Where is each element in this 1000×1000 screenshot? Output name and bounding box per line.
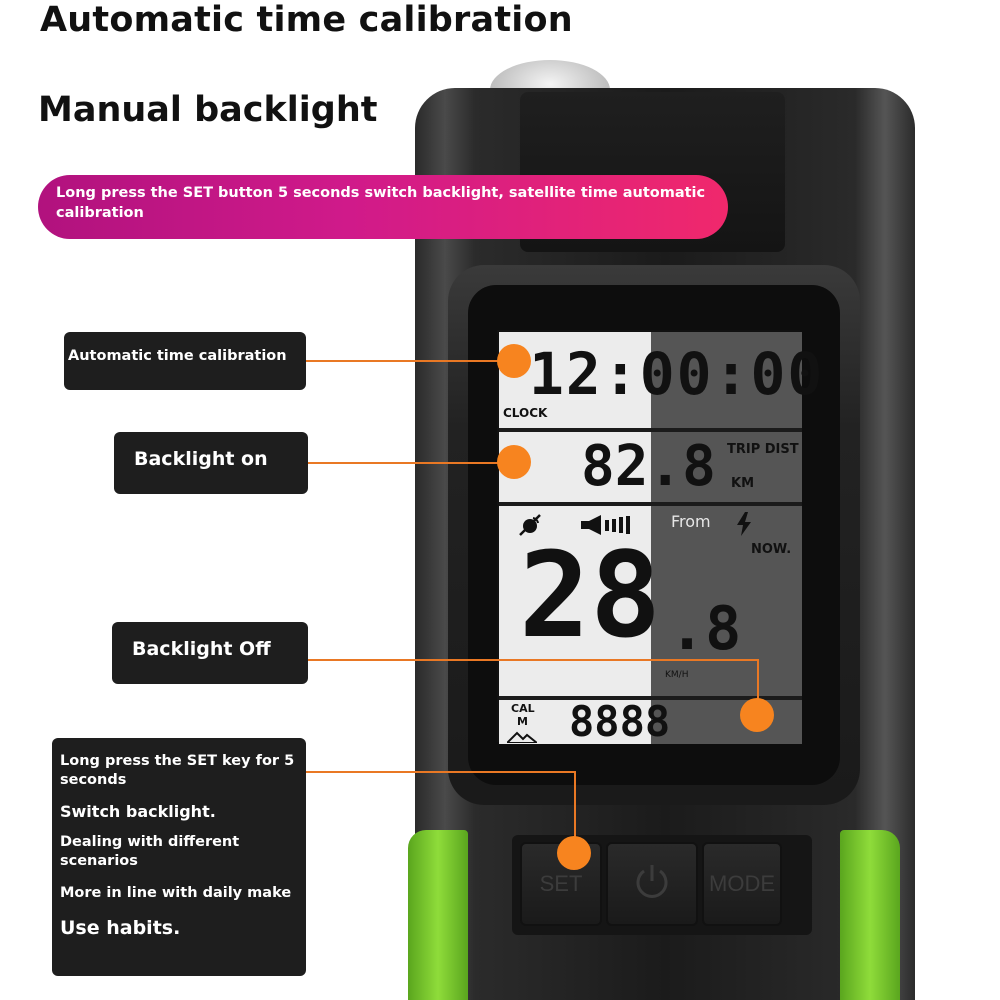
connector-backlight-off-h [308,659,757,661]
connector-set-v [574,771,576,837]
callout-backlight-on: Backlight on [114,432,308,494]
horn-signal-icon [579,514,635,540]
now-label: NOW. [751,542,792,557]
clock-row: 12:00:00 CLOCK [499,332,822,428]
mode-button[interactable]: MODE [702,842,782,926]
connector-time [306,360,514,362]
power-button[interactable] [606,842,698,926]
info-banner: Long press the SET button 5 seconds swit… [38,175,728,239]
bottom-value: 8888 [569,697,671,746]
instruction-line: More in line with daily make [60,885,292,901]
m-label: M [517,715,528,728]
satellite-icon [517,512,543,542]
lcd-screen: 12:00:00 CLOCK 82.8 TRIP DIST KM From NO… [497,330,822,744]
instruction-line: Use habits. [60,917,181,939]
instruction-line: Long press the SET key for 5 seconds [60,753,295,788]
right-green-strap [840,830,900,1000]
trip-label: TRIP DIST [727,442,799,457]
marker-set-button [557,836,591,870]
callout-time-calibration: Automatic time calibration [64,332,306,390]
lightning-icon [735,512,753,540]
speed-decimal: .8 [669,594,742,664]
marker-time [497,344,531,378]
power-icon [630,859,674,909]
marker-backlight-on [497,445,531,479]
bottom-row: CAL M 8888 [499,700,802,744]
connector-backlight-on [308,462,514,464]
page-subtitle: Manual backlight [38,90,378,130]
instruction-line: Dealing with different scenarios [60,834,240,869]
speed-unit: KM/H [665,670,689,680]
cal-label: CAL [511,702,535,715]
marker-backlight-off [740,698,774,732]
connector-set-h [306,771,574,773]
callout-instructions: Long press the SET key for 5 seconds Swi… [52,738,306,976]
speed-row: From NOW. 28 .8 KM/H [499,506,802,696]
callout-backlight-off: Backlight Off [112,622,308,684]
clock-label: CLOCK [503,406,548,420]
trip-unit: KM [731,476,755,491]
mountain-icon [504,728,540,747]
left-green-strap [408,830,468,1000]
page-title: Automatic time calibration [40,0,573,40]
speed-main: 28 [519,526,662,664]
trip-row: 82.8 TRIP DIST KM [499,432,802,502]
from-label: From [671,512,711,531]
trip-value: 82.8 [581,434,716,499]
connector-backlight-off-v [757,659,759,699]
instruction-line: Switch backlight. [60,802,216,821]
clock-time: 12:00:00 [529,340,825,408]
